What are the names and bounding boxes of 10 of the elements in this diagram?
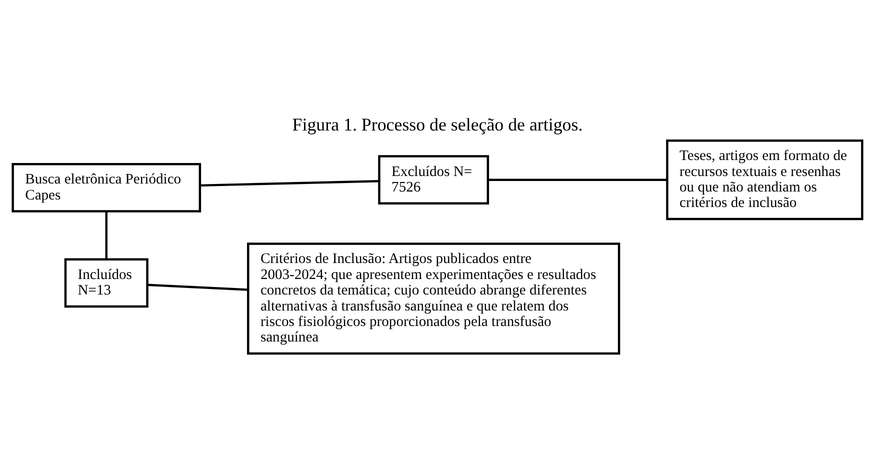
node-box: Excluídos N= 7526 <box>378 154 490 204</box>
node-box: Critérios de Inclusão: Artigos publicados entre 2003-2024; que apresentem experimentações e resultados concretos da temática; cujo conteúdo abrange diferentes alternativas à transfusão sanguínea e que relatem dos riscos fisiológicos proporcionados pela transfusão sanguínea <box>247 242 620 354</box>
connector <box>105 211 108 259</box>
diagram-title: Figura 1. Processo de seleção de artigos. <box>292 114 583 134</box>
connector <box>147 283 248 290</box>
connector <box>200 180 380 186</box>
node-box: Busca eletrônica Periódico Capes <box>12 162 202 212</box>
connector <box>488 178 668 180</box>
node-box: Teses, artigos em formato de recursos textuais e resenhas ou que não atendiam os critérios de inclusão <box>666 139 864 220</box>
node-box: Incluídos N=13 <box>64 258 148 308</box>
